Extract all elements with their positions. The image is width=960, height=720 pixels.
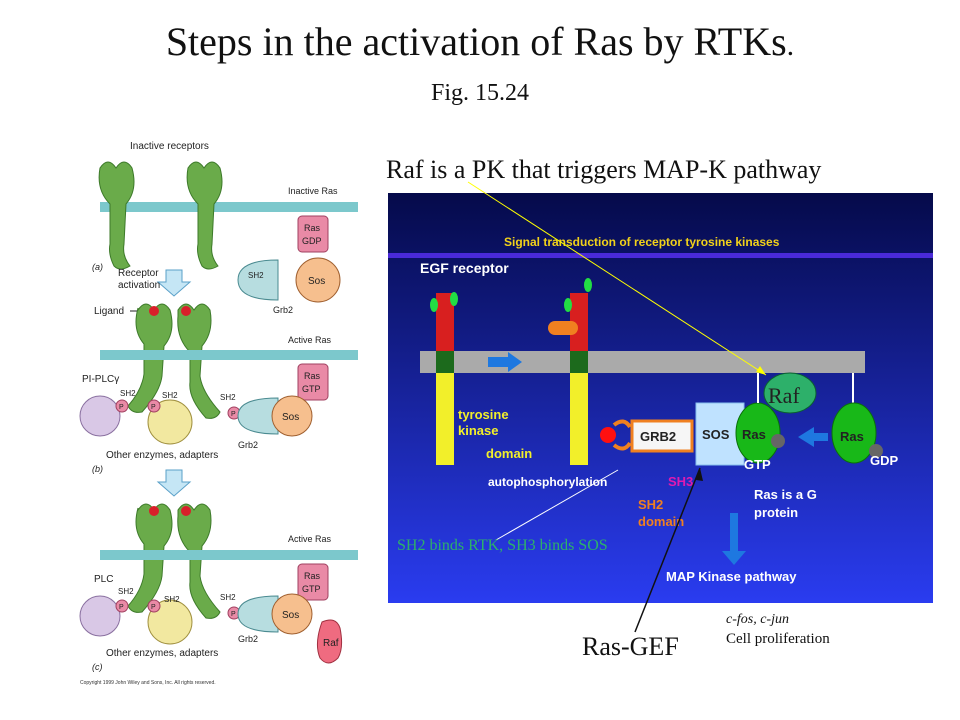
receptor-a2 [186, 161, 223, 270]
svg-text:P: P [151, 404, 156, 411]
svg-text:P: P [231, 611, 236, 618]
svg-text:Sos: Sos [282, 412, 299, 423]
grb2-c [237, 595, 279, 633]
svg-text:MAP Kinase pathway: MAP Kinase pathway [666, 569, 797, 584]
raf-ellipse [763, 372, 817, 414]
svg-text:PI-PLCγ: PI-PLCγ [82, 374, 119, 385]
svg-text:SH2: SH2 [220, 593, 236, 602]
svg-text:kinase: kinase [458, 423, 498, 438]
raf-note: Raf is a PK that triggers MAP-K pathway [386, 155, 822, 184]
svg-text:SOS: SOS [702, 427, 730, 442]
svg-text:tyrosine: tyrosine [458, 407, 509, 422]
svg-text:Grb2: Grb2 [273, 305, 293, 315]
active-ras-label-c: Active Ras [288, 534, 332, 544]
svg-text:protein: protein [754, 505, 798, 520]
membrane-a [100, 202, 358, 212]
slide-subtitle: Fig. 15.24 [430, 80, 529, 106]
svg-text:Ras is a G: Ras is a G [754, 487, 817, 502]
left-figure: Inactive receptors Inactive Ras Ras GDP … [79, 141, 358, 686]
svg-text:Ras: Ras [304, 223, 321, 233]
egf-receptor-label: EGF receptor [420, 260, 509, 276]
slide-title: Steps in the activation of Ras by RTKs. [165, 19, 795, 64]
ras-gdp-box [297, 215, 329, 253]
copyright: Copyright 1999 John Wiley and Sons, Inc.… [80, 680, 216, 686]
arrow-down-2 [156, 469, 192, 497]
label-c: (c) [92, 662, 103, 672]
svg-text:P: P [119, 604, 124, 611]
plc-circle-b [79, 395, 121, 437]
sos-circle-c [271, 593, 313, 635]
svg-text:domain: domain [638, 514, 684, 529]
svg-text:GDP: GDP [302, 236, 322, 246]
grb2-box [630, 419, 694, 453]
signal-panel: Signal transduction of receptor tyrosine… [388, 193, 933, 603]
svg-text:GTP: GTP [302, 584, 321, 594]
panel-header: Signal transduction of receptor tyrosine… [504, 235, 780, 249]
svg-text:Ras: Ras [840, 429, 864, 444]
svg-text:SH3: SH3 [668, 474, 693, 489]
svg-text:Ras: Ras [304, 571, 321, 581]
svg-text:P: P [119, 404, 124, 411]
svg-text:Grb2: Grb2 [238, 440, 258, 450]
svg-text:SH2: SH2 [118, 587, 134, 596]
enzyme-circle-c [147, 599, 193, 645]
svg-text:GTP: GTP [744, 457, 771, 472]
sh2-sos-a [237, 259, 279, 301]
ras-gtp-box-c [297, 563, 329, 601]
inactive-receptors-label: Inactive receptors [130, 141, 209, 152]
svg-text:Other enzymes, adapters: Other enzymes, adapters [106, 648, 218, 659]
svg-text:Ras: Ras [742, 427, 766, 442]
svg-text:SH2: SH2 [120, 389, 136, 398]
ligand-label: Ligand [94, 306, 124, 317]
sos-circle-b [271, 395, 313, 437]
svg-text:autophosphorylation: autophosphorylation [488, 475, 607, 489]
svg-text:PLC: PLC [94, 574, 113, 585]
membrane-b [100, 350, 358, 360]
grb2-b [237, 397, 279, 435]
receptor-b2 [177, 303, 221, 419]
svg-text:P: P [151, 604, 156, 611]
svg-text:Ras: Ras [304, 371, 321, 381]
svg-text:Raf: Raf [323, 638, 339, 649]
sh2-note: SH2 binds RTK, SH3 binds SOS [397, 537, 608, 554]
arrow-down-1 [156, 269, 192, 297]
receptor-a1 [98, 161, 135, 270]
label-a: (a) [92, 262, 103, 272]
sos-circle-a [295, 257, 341, 303]
svg-text:SH2: SH2 [248, 271, 264, 280]
svg-text:Grb2: Grb2 [238, 634, 258, 644]
membrane-c [100, 550, 358, 560]
cell-prolif-label: Cell proliferation [726, 631, 830, 647]
label-b: (b) [92, 464, 103, 474]
inactive-ras-label: Inactive Ras [288, 186, 338, 196]
ras-gtp-box-b [297, 363, 329, 401]
enzyme-circle-b [147, 399, 193, 445]
ras-gef-label: Ras-GEF [582, 632, 679, 661]
svg-text:SH2: SH2 [220, 393, 236, 402]
svg-text:Other enzymes, adapters: Other enzymes, adapters [106, 450, 218, 461]
svg-text:Raf: Raf [768, 383, 800, 408]
svg-text:SH2: SH2 [162, 391, 178, 400]
svg-text:GRB2: GRB2 [640, 429, 676, 444]
active-ras-label-b: Active Ras [288, 335, 332, 345]
svg-text:Sos: Sos [308, 276, 325, 287]
plc-circle-c [79, 595, 121, 637]
svg-text:Sos: Sos [282, 610, 299, 621]
cfos-label: c-fos, c-jun [726, 612, 789, 627]
receptor-c2 [177, 503, 221, 619]
svg-text:GTP: GTP [302, 384, 321, 394]
svg-text:SH2: SH2 [638, 497, 663, 512]
svg-text:domain: domain [486, 446, 532, 461]
svg-text:Receptor: Receptor [118, 268, 159, 279]
svg-text:P: P [231, 411, 236, 418]
svg-text:SH2: SH2 [164, 595, 180, 604]
svg-text:activation: activation [118, 280, 160, 291]
svg-text:GDP: GDP [870, 453, 899, 468]
raf-c [316, 619, 343, 664]
